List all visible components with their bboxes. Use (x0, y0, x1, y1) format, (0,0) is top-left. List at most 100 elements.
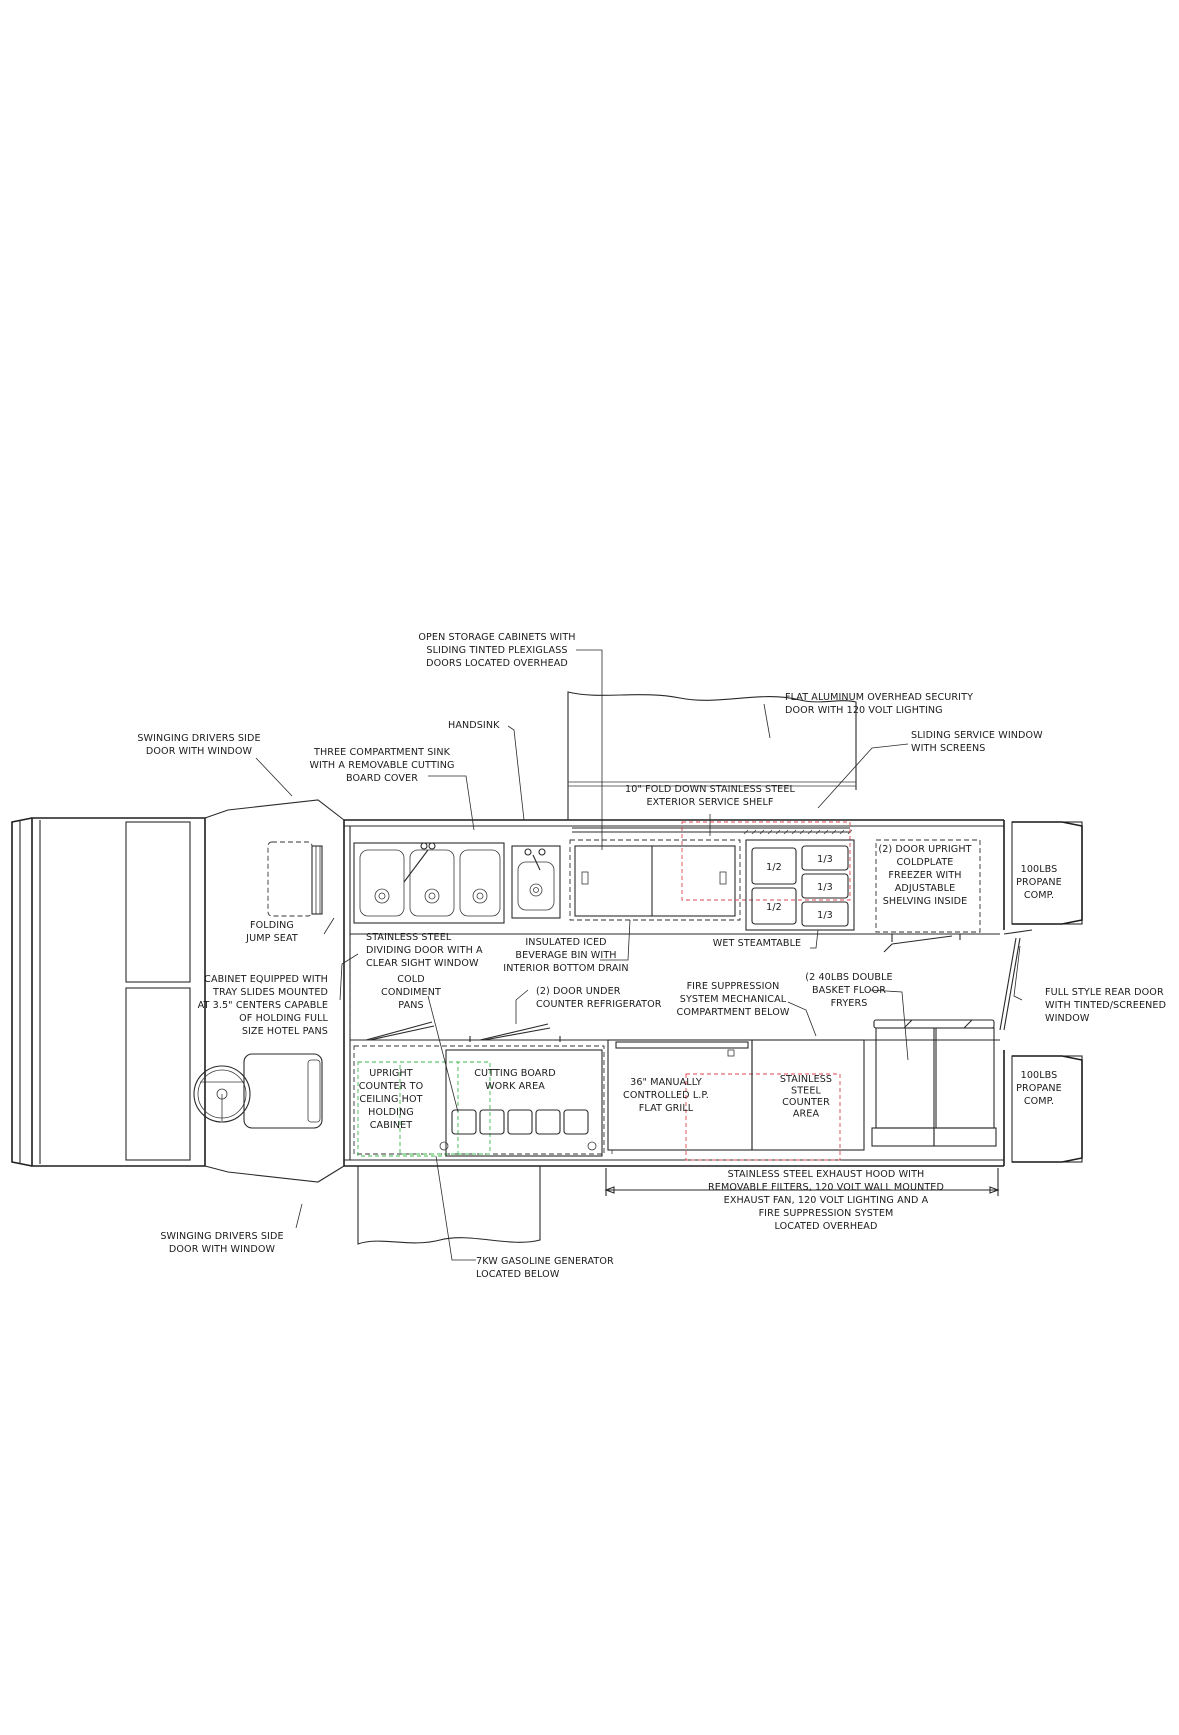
label-line: DOOR WITH 120 VOLT LIGHTING (785, 705, 943, 716)
label-wet-steamtable: WET STEAMTABLE (713, 938, 801, 949)
label-line: COLDPLATE (897, 857, 954, 868)
label-line: INTERIOR BOTTOM DRAIN (503, 963, 628, 974)
label-line: COUNTER REFRIGERATOR (536, 999, 662, 1010)
label-line: COUNTER (782, 1097, 830, 1108)
label-line: CLEAR SIGHT WINDOW (366, 958, 479, 969)
label-line: SIZE HOTEL PANS (242, 1026, 328, 1037)
label-line: LOCATED OVERHEAD (775, 1221, 878, 1232)
label-line: SWINGING DRIVERS SIDE (160, 1231, 283, 1242)
truck-cab (11, 799, 345, 1183)
label-line: COMP. (1024, 890, 1054, 901)
label-line: AT 3.5" CENTERS CAPABLE (198, 1000, 328, 1011)
label-line: INSULATED ICED (525, 937, 606, 948)
steering-wheel (193, 1065, 251, 1123)
label-cabinet-tray: CABINET EQUIPPED WITH TRAY SLIDES MOUNTED… (198, 974, 329, 1037)
jump-seat (267, 841, 323, 917)
label-line: 100LBS (1021, 1070, 1058, 1081)
under-counter-fridge (365, 1021, 561, 1042)
label-door-under-fridge: (2) DOOR UNDER COUNTER REFRIGERATOR (536, 986, 662, 1010)
label-line: BOARD COVER (346, 773, 418, 784)
label-line: STAINLESS (780, 1074, 832, 1085)
label-line: COMPARTMENT BELOW (677, 1007, 790, 1018)
label-line: HANDSINK (448, 720, 500, 731)
label-line: SYSTEM MECHANICAL (680, 994, 787, 1005)
label-line: 36" MANUALLY (630, 1077, 702, 1088)
label-line: PROPANE (1016, 1083, 1062, 1094)
label-line: (2) DOOR UPRIGHT (878, 844, 971, 855)
iced-beverage-bin (569, 839, 741, 921)
propane-tanks (1011, 821, 1083, 1163)
label-line: WINDOW (1045, 1013, 1090, 1024)
fryers (871, 1019, 997, 1147)
label-cutting-board: CUTTING BOARD WORK AREA (474, 1068, 555, 1092)
label-line: OF HOLDING FULL (239, 1013, 328, 1024)
label-handsink: HANDSINK (448, 720, 500, 731)
label-line: LOCATED BELOW (476, 1269, 560, 1280)
label-dividing-door: STAINLESS STEEL DIVIDING DOOR WITH A CLEAR… (366, 932, 483, 969)
label-line: DIVIDING DOOR WITH A (366, 945, 483, 956)
label-line: EXTERIOR SERVICE SHELF (646, 797, 773, 808)
label-swinging-bottom: SWINGING DRIVERS SIDE DOOR WITH WINDOW (160, 1231, 283, 1255)
label-line: BEVERAGE BIN WITH (515, 950, 616, 961)
label-line: UPRIGHT (369, 1068, 413, 1079)
label-swinging-top: SWINGING DRIVERS SIDE DOOR WITH WINDOW (137, 733, 260, 757)
label-line: WITH SCREENS (911, 743, 985, 754)
pan-label: 1/3 (817, 854, 833, 865)
label-line: (2) DOOR UNDER (536, 986, 621, 997)
label-line: TRAY SLIDES MOUNTED (212, 987, 328, 998)
wet-steamtable (745, 839, 855, 931)
label-line: FIRE SUPPRESSION (687, 981, 780, 992)
leader-lines (255, 649, 1023, 1261)
label-line: 10" FOLD DOWN STAINLESS STEEL (625, 784, 795, 795)
pan-label: 1/3 (817, 882, 833, 893)
label-line: COMP. (1024, 1096, 1054, 1107)
label-line: SHELVING INSIDE (883, 896, 968, 907)
label-line: FLAT GRILL (639, 1103, 694, 1114)
rear-door (999, 929, 1033, 1031)
label-line: FLAT ALUMINUM OVERHEAD SECURITY (785, 692, 973, 703)
label-line: OPEN STORAGE CABINETS WITH (418, 632, 575, 643)
label-exhaust-hood: STAINLESS STEEL EXHAUST HOOD WITHREMOVAB… (708, 1169, 944, 1232)
exhaust-hood-dimension (604, 1168, 1000, 1196)
service-window-zone (681, 821, 851, 901)
label-line: FOLDING (250, 920, 294, 931)
label-generator: 7KW GASOLINE GENERATOR LOCATED BELOW (476, 1256, 614, 1280)
label-line: FREEZER WITH (888, 870, 961, 881)
label-line: DOOR WITH WINDOW (169, 1244, 276, 1255)
label-line: CUTTING BOARD (474, 1068, 555, 1079)
label-iced-bin: INSULATED ICED BEVERAGE BIN WITH INTERIOR … (503, 937, 628, 974)
label-line: CONDIMENT (381, 987, 441, 998)
label-line: JUMP SEAT (245, 933, 298, 944)
label-line: 100LBS (1021, 864, 1058, 875)
service-shelf (572, 827, 853, 835)
label-folding-seat: FOLDING JUMP SEAT (245, 920, 298, 944)
label-line: WORK AREA (485, 1081, 545, 1092)
three-compartment-sink (353, 842, 505, 924)
label-line: COLD (397, 974, 424, 985)
label-line: FULL STYLE REAR DOOR (1045, 987, 1164, 998)
label-line: PROPANE (1016, 877, 1062, 888)
label-rear-door: FULL STYLE REAR DOOR WITH TINTED/SCREENED… (1045, 987, 1166, 1024)
label-line: WITH TINTED/SCREENED (1045, 1000, 1166, 1011)
pan-label: 1/2 (766, 902, 782, 913)
label-line: SWINGING DRIVERS SIDE (137, 733, 260, 744)
label-line: EXHAUST FAN, 120 VOLT LIGHTING AND A (724, 1195, 929, 1206)
label-propane-bottom: 100LBS PROPANE COMP. (1016, 1070, 1062, 1107)
stainless-counter-zone (685, 1073, 841, 1161)
label-line: CABINET (370, 1120, 413, 1131)
label-line: DOOR WITH WINDOW (146, 746, 253, 757)
steamtable-pan-labels: 1/21/31/31/21/3 (766, 854, 833, 921)
label-line: STAINLESS STEEL (366, 932, 452, 943)
generator-compartment (357, 1166, 541, 1245)
label-line: CABINET EQUIPPED WITH (204, 974, 328, 985)
label-fold-down-shelf: 10" FOLD DOWN STAINLESS STEEL EXTERIOR SE… (625, 784, 795, 808)
label-line: STAINLESS STEEL EXHAUST HOOD WITH (728, 1169, 925, 1180)
label-line: 7KW GASOLINE GENERATOR (476, 1256, 614, 1267)
